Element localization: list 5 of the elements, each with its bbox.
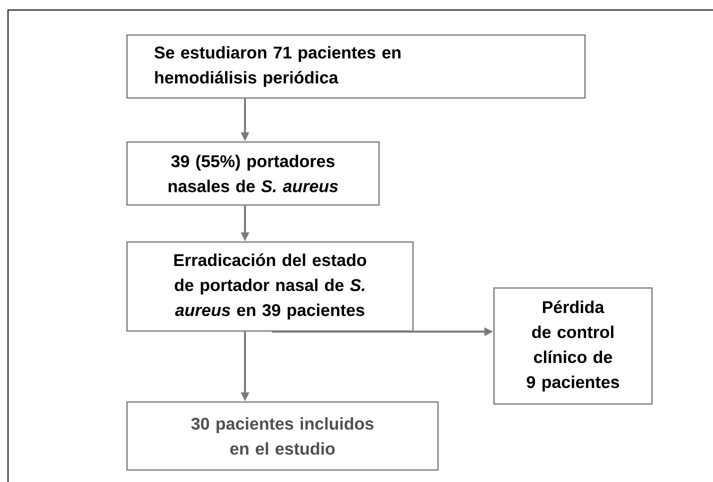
- process-box: 39 (55%) portadores nasales de S. aureus: [126, 141, 380, 206]
- process-box: Se estudiaron 71 pacientes en hemodiálisis periódica: [126, 34, 586, 99]
- process-box: 30 pacientes incluidos en el estudio: [126, 401, 439, 471]
- process-box: Erradicación del estado de portador nasal de S. aureus en 39 pacientes: [126, 241, 414, 332]
- process-box: Pérdida de control clínico de 9 pacientes: [493, 287, 653, 405]
